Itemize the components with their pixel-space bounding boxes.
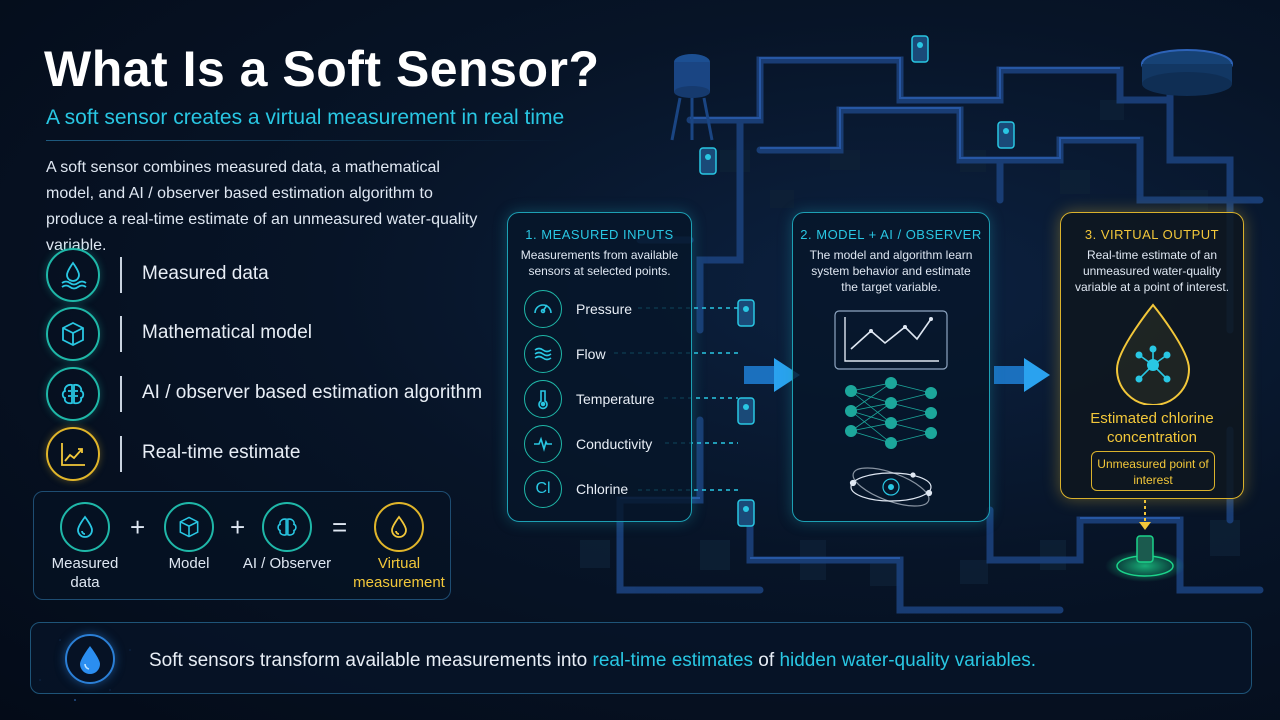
input-chlorine: Cl Chlorine (524, 470, 694, 510)
observer-orbit-icon (849, 467, 933, 507)
input-conductivity: Conductivity (524, 425, 694, 465)
equation-term-label: Virtual measurement (353, 555, 445, 591)
legend-separator (120, 257, 122, 293)
flow-arrow-2 (994, 358, 1050, 392)
model-ai-observer-panel: 2. MODEL + AI / OBSERVER The model and a… (792, 212, 990, 522)
panel-heading: 1. MEASURED INPUTS (525, 227, 674, 242)
equation-term-label: Measured data (51, 555, 119, 591)
measured-inputs-panel: 1. MEASURED INPUTS Measurements from ava… (507, 212, 692, 522)
panel-heading: 3. VIRTUAL OUTPUT (1084, 227, 1220, 242)
chlorine-symbol: Cl (535, 480, 551, 497)
pulse-icon (524, 425, 562, 463)
brain-icon (46, 367, 100, 421)
input-label: Pressure (576, 301, 633, 317)
soft-sensor-equation: Measured data + Model + AI / Observer = … (33, 491, 451, 600)
water-drop-waves-icon (46, 248, 100, 302)
legend-separator (120, 436, 122, 472)
plus-sign: + (130, 512, 146, 542)
brain-icon (262, 502, 312, 552)
legend-label: Real-time estimate (142, 442, 301, 463)
legend-label: Mathematical model (142, 322, 313, 343)
input-label: Chlorine (576, 481, 629, 497)
legend-item-ai-observer: AI / observer based estimation algorithm (46, 367, 506, 423)
summary-banner: Soft sensors transform available measure… (30, 622, 1252, 694)
plus-sign: + (230, 512, 246, 542)
panel-description: Measurements from available sensors at s… (520, 248, 679, 278)
equation-term-label: AI / Observer (242, 555, 332, 572)
gauge-icon (524, 290, 562, 328)
page-subtitle: A soft sensor creates a virtual measurem… (46, 106, 565, 129)
summary-text-part: Soft sensors transform available measure… (149, 650, 593, 671)
intro-text: A soft sensor combines measured data, a … (46, 159, 478, 254)
water-drop-icon (374, 502, 424, 552)
legend-item-model: Mathematical model (46, 307, 506, 363)
summary-highlight: hidden water-quality variables. (779, 650, 1037, 671)
cube-icon (46, 307, 100, 361)
estimated-drop-icon (1115, 303, 1191, 405)
reservoir-icon (1141, 49, 1233, 96)
legend-separator (120, 316, 122, 352)
water-tower-icon (670, 54, 714, 141)
water-drop-icon (60, 502, 110, 552)
input-label: Temperature (576, 391, 655, 407)
trend-chart-icon (46, 427, 100, 481)
legend-item-measured-data: Measured data (46, 248, 506, 304)
panel-heading: 2. MODEL + AI / OBSERVER (800, 227, 982, 242)
input-temperature: Temperature (524, 380, 694, 420)
equation-term-label: Model (168, 555, 210, 572)
neural-network-icon (845, 377, 937, 449)
panel-description: Real-time estimate of an unmeasured wate… (1074, 248, 1230, 294)
page-title: What Is a Soft Sensor? (44, 41, 600, 97)
water-drop-icon (65, 634, 115, 684)
input-pressure: Pressure (524, 290, 694, 330)
input-flow: Flow (524, 335, 694, 375)
summary-text-part: of (753, 650, 780, 671)
cube-icon (164, 502, 214, 552)
estimated-chlorine-label: Estimated chlorine concentration (1090, 410, 1214, 446)
input-label: Conductivity (576, 436, 653, 452)
panel-description: The model and algorithm learn system beh… (809, 248, 973, 294)
flow-arrow-1 (744, 358, 800, 392)
chlorine-icon: Cl (524, 470, 562, 508)
legend-separator (120, 376, 122, 412)
waves-icon (524, 335, 562, 373)
model-visuals (834, 310, 948, 507)
line-chart-icon (834, 310, 948, 370)
input-label: Flow (576, 346, 606, 362)
legend-label: Measured data (142, 263, 269, 284)
equals-sign: = (332, 512, 348, 542)
legend-label: AI / observer based estimation algorithm (142, 382, 483, 403)
subtitle-divider (46, 140, 566, 141)
legend-item-real-time-estimate: Real-time estimate (46, 427, 506, 483)
virtual-output-panel: 3. VIRTUAL OUTPUT Real-time estimate of … (1060, 212, 1244, 499)
thermometer-icon (524, 380, 562, 418)
unmeasured-point-box: Unmeasured point of interest (1091, 451, 1215, 491)
summary-highlight: real-time estimates (592, 650, 754, 671)
summary-text: Soft sensors transform available measure… (149, 650, 1036, 672)
